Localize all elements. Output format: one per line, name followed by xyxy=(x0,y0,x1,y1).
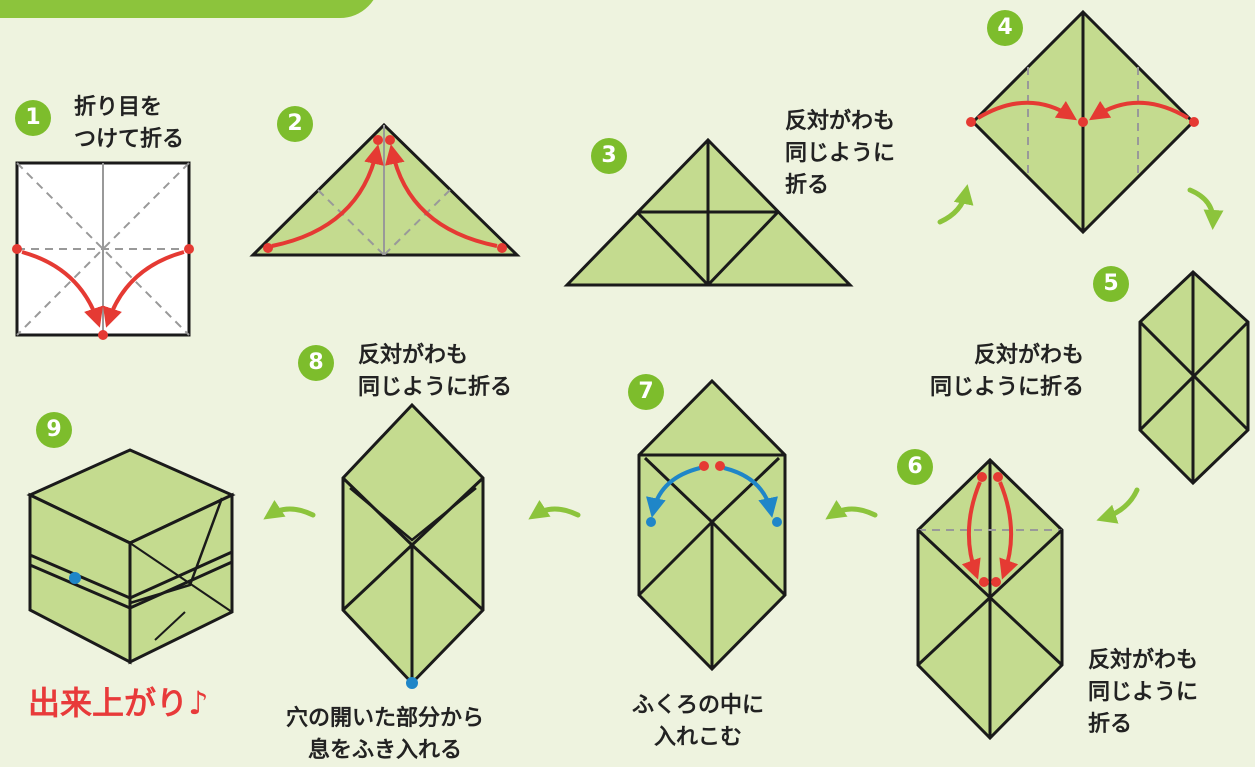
step-number-6: 6 xyxy=(897,449,933,485)
step7-hexagon xyxy=(637,378,787,672)
step6-instruction: 反対がわも 同じように 折る xyxy=(1088,648,1199,737)
step1-square xyxy=(12,161,194,340)
step-number-9: 9 xyxy=(36,412,72,448)
step-number-4: 4 xyxy=(987,10,1023,46)
step1-instruction: 折り目を つけて折る xyxy=(74,95,185,152)
step5-hexagon xyxy=(1138,269,1250,486)
step9-cube xyxy=(26,448,236,665)
step4-diamond xyxy=(966,9,1199,235)
step7-instruction: ふくろの中に 入れこむ xyxy=(632,693,765,750)
step2-triangle xyxy=(249,122,521,257)
step-number-7: 7 xyxy=(628,374,664,410)
step6-hexagon xyxy=(916,457,1064,741)
step-number-2: 2 xyxy=(277,106,313,142)
step-number-8: 8 xyxy=(298,345,334,381)
step9-instruction: 穴の開いた部分から 息をふき入れる xyxy=(286,706,485,763)
step3-instruction: 反対がわも 同じように 折る xyxy=(785,109,896,198)
step8-hexagon xyxy=(341,402,485,689)
header-banner xyxy=(0,0,380,18)
step3-triangle xyxy=(563,137,854,287)
step8-instruction: 反対がわも 同じように折る xyxy=(358,343,513,400)
finish-text: 出来上がり♪ xyxy=(28,684,209,722)
flow-arrows xyxy=(263,184,1224,524)
step-number-5: 5 xyxy=(1093,266,1129,302)
step5-instruction: 反対がわも 同じように折る xyxy=(930,343,1085,400)
step-number-3: 3 xyxy=(591,138,627,174)
step-number-1: 1 xyxy=(15,100,51,136)
